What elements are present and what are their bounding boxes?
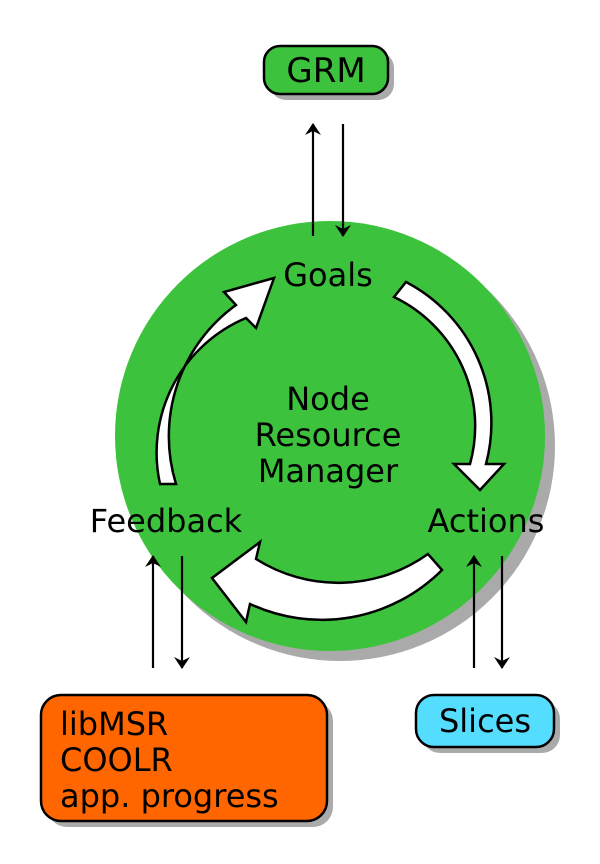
goals-label: Goals xyxy=(283,256,373,294)
sensors-node: libMSR COOLR app. progress xyxy=(39,693,333,827)
grm-node: GRM xyxy=(262,44,394,100)
sensors-line2: COOLR xyxy=(60,741,173,779)
sensors-line3: app. progress xyxy=(60,777,279,815)
feedback-to-goals-arrow xyxy=(155,276,276,486)
connector-arrows xyxy=(145,123,510,669)
goals-to-actions-arrow xyxy=(392,280,507,492)
node-title-line3: Manager xyxy=(258,452,399,490)
feedback-label: Feedback xyxy=(90,502,243,540)
node-title-line1: Node xyxy=(286,380,370,418)
sensors-line1: libMSR xyxy=(60,705,168,743)
slices-node: Slices xyxy=(414,693,560,753)
grm-label: GRM xyxy=(286,51,365,91)
cycle-arrows xyxy=(155,276,507,625)
sensors-box xyxy=(39,693,329,823)
slices-label: Slices xyxy=(439,702,531,740)
grm-box xyxy=(262,44,390,96)
actions-to-feedback-arrow xyxy=(210,538,444,625)
slices-box xyxy=(414,693,556,749)
node-title-line2: Resource xyxy=(255,416,402,454)
actions-label: Actions xyxy=(428,502,545,540)
loop-labels: Goals Actions Feedback Node Resource Man… xyxy=(90,256,545,540)
